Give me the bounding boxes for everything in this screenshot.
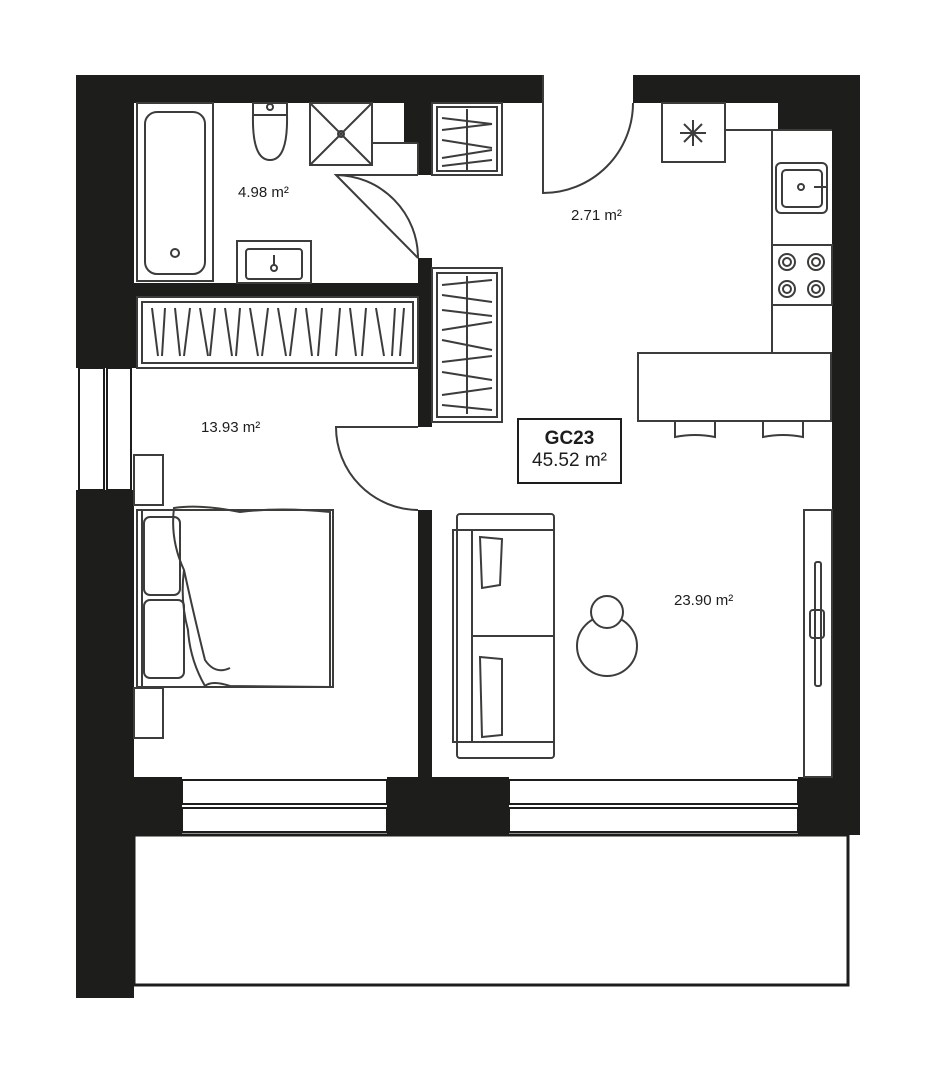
window-bedroom-pane-2 xyxy=(181,807,388,833)
doors xyxy=(333,75,634,511)
unit-code: GC23 xyxy=(544,428,595,449)
bed xyxy=(136,509,334,688)
kitchen xyxy=(637,102,833,439)
living-area-label: 23.90 m² xyxy=(674,592,734,609)
window-left-pane-1 xyxy=(78,367,105,491)
toilet xyxy=(251,102,289,162)
balcony xyxy=(132,833,850,987)
armchair xyxy=(576,595,638,677)
walls xyxy=(76,75,860,998)
unit-total-area: 45.52 m² xyxy=(532,450,607,471)
hallway-area-label: 2.71 m² xyxy=(571,207,622,224)
stove xyxy=(771,244,833,306)
nightstand xyxy=(133,454,164,506)
window-left-pane-2 xyxy=(106,367,132,491)
bar-stool xyxy=(674,421,716,439)
windows xyxy=(78,367,799,833)
shower xyxy=(309,102,373,166)
sofa xyxy=(452,513,555,759)
washbasin xyxy=(236,240,312,284)
bedroom-area-label: 13.93 m² xyxy=(201,419,261,436)
door-cabinet xyxy=(803,509,833,778)
living-furniture xyxy=(452,509,833,778)
window-living-pane-1 xyxy=(508,779,799,805)
bathtub xyxy=(136,102,214,282)
bedroom-door xyxy=(334,426,419,511)
bar-stool xyxy=(762,421,804,439)
bathroom-area-label: 4.98 m² xyxy=(238,184,289,201)
unit-info-box: GC23 45.52 m² xyxy=(517,418,622,484)
nightstand xyxy=(133,687,164,739)
kitchen-island xyxy=(637,352,832,422)
window-living-pane-2 xyxy=(508,807,799,833)
entrance-door xyxy=(542,75,634,195)
window-bedroom-pane-1 xyxy=(181,779,388,805)
fridge xyxy=(661,102,726,163)
wardrobes xyxy=(136,102,503,423)
bathroom-door xyxy=(333,173,419,259)
bedroom-furniture xyxy=(133,454,334,739)
bathroom-fixtures xyxy=(136,102,418,284)
kitchen-sink xyxy=(775,162,828,214)
